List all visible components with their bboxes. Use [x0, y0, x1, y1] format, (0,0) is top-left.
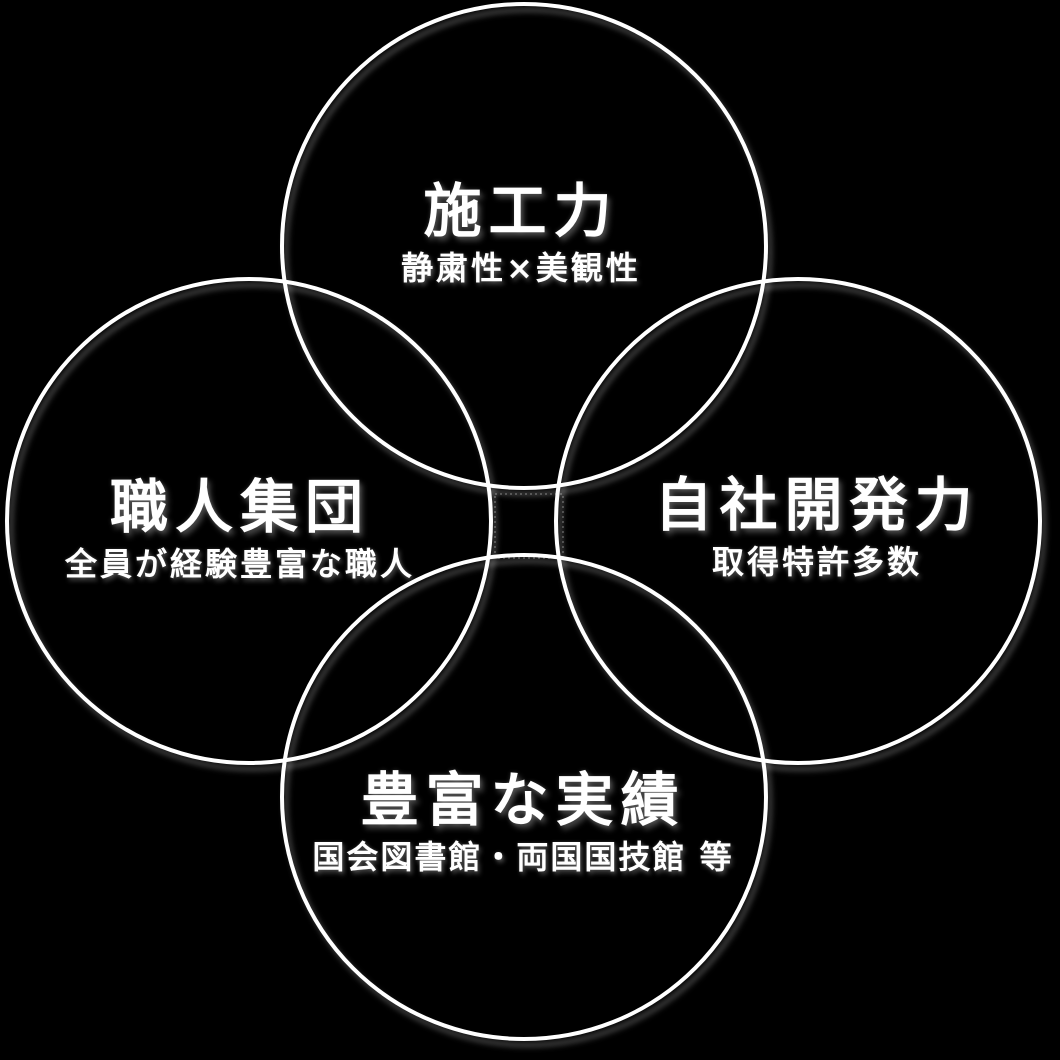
node-left-title: 職人集団 [109, 472, 371, 541]
node-left: 職人集団 全員が経験豊富な職人 [64, 472, 416, 583]
node-bottom: 豊富な実績 国会図書館・両国国技館 等 [312, 765, 734, 876]
node-right-subtitle: 取得特許多数 [711, 542, 923, 581]
circle-left [5, 277, 493, 765]
circle-top [280, 2, 768, 490]
node-top: 施工力 静粛性×美観性 [401, 176, 641, 287]
node-right: 自社開発力 取得特許多数 [654, 470, 980, 581]
circle-bottom [280, 553, 768, 1041]
node-bottom-title: 豊富な実績 [360, 765, 686, 834]
circle-right [554, 277, 1042, 765]
node-top-title: 施工力 [423, 176, 619, 245]
node-top-subtitle: 静粛性×美観性 [401, 248, 641, 287]
node-bottom-subtitle: 国会図書館・両国国技館 等 [312, 837, 734, 876]
node-left-subtitle: 全員が経験豊富な職人 [64, 544, 416, 583]
center-square-outline [494, 493, 564, 559]
node-right-title: 自社開発力 [654, 470, 980, 539]
